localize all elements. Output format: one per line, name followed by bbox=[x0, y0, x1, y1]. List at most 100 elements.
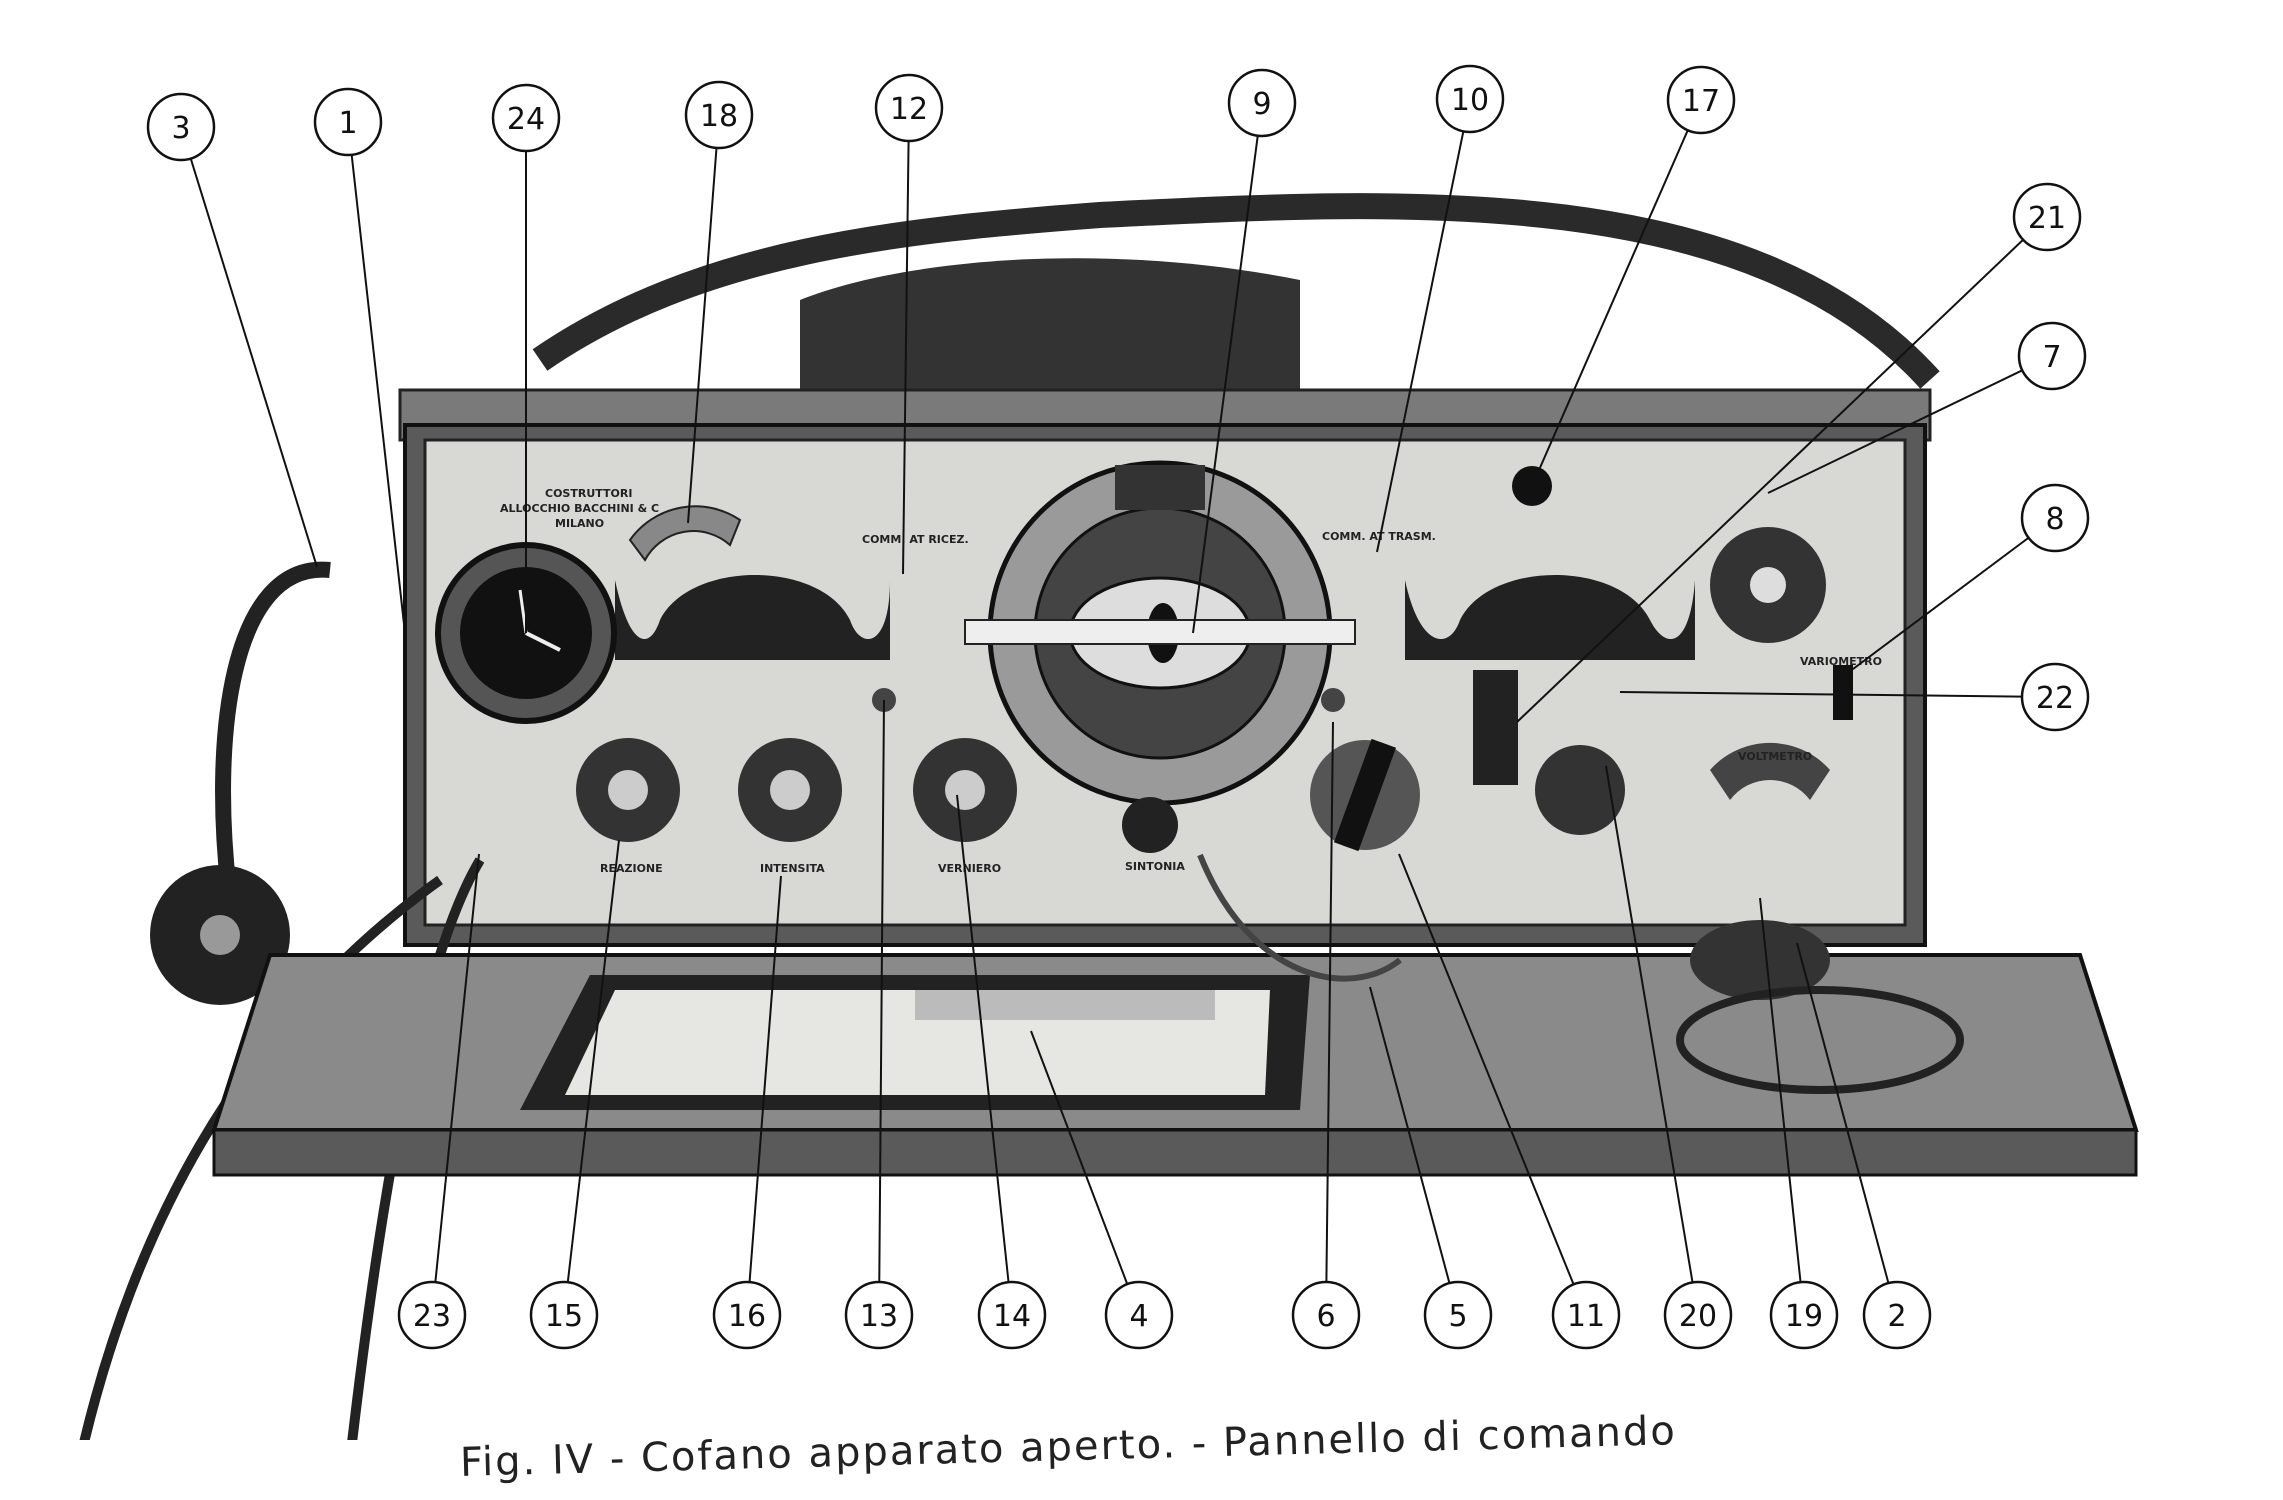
radio-photo: COSTRUTTORI ALLOCCHIO BACCHINI & C MILAN… bbox=[79, 193, 2139, 1440]
callout-circle-21 bbox=[2012, 182, 2082, 252]
callout-number-2: 2 bbox=[1887, 1299, 1906, 1334]
leader-line-21 bbox=[1516, 239, 2024, 723]
callout-number-3: 3 bbox=[171, 111, 190, 146]
callout-circle-24 bbox=[491, 83, 561, 153]
callout-circle-14 bbox=[977, 1280, 1047, 1350]
callout-number-15: 15 bbox=[545, 1299, 583, 1334]
label-intensita: INTENSITA bbox=[760, 862, 825, 875]
callout-number-8: 8 bbox=[2045, 502, 2064, 537]
verniero-knob[interactable] bbox=[913, 738, 1017, 842]
callout-circle-11 bbox=[1551, 1280, 1621, 1350]
leader-line-16 bbox=[748, 875, 782, 1283]
leader-line-22 bbox=[1619, 691, 2023, 698]
callout-number-9: 9 bbox=[1252, 87, 1271, 122]
label-verniero: VERNIERO bbox=[938, 862, 1001, 875]
indicator-lamp-right bbox=[1321, 688, 1345, 712]
leader-line-12 bbox=[902, 140, 910, 575]
callout-circle-6 bbox=[1291, 1280, 1361, 1350]
callout-circle-20 bbox=[1663, 1280, 1733, 1350]
leader-line-4 bbox=[1030, 1030, 1129, 1285]
callout-circle-1 bbox=[313, 87, 383, 157]
aerial-meter bbox=[628, 505, 742, 562]
maker-line-3: MILANO bbox=[555, 517, 604, 530]
callout-number-7: 7 bbox=[2042, 340, 2061, 375]
voltmeter bbox=[1710, 742, 1830, 800]
callout-number-14: 14 bbox=[993, 1299, 1031, 1334]
selector-switch[interactable] bbox=[1310, 738, 1420, 852]
callout-circle-18 bbox=[684, 80, 754, 150]
leader-line-10 bbox=[1376, 131, 1465, 553]
lid-pouch bbox=[800, 258, 1300, 390]
callout-number-20: 20 bbox=[1679, 1299, 1717, 1334]
callout-circle-16 bbox=[712, 1280, 782, 1350]
microphone-cable bbox=[1676, 986, 1964, 1094]
radio-panel-figure: COSTRUTTORI ALLOCCHIO BACCHINI & C MILAN… bbox=[79, 64, 2139, 1440]
switch-lever[interactable] bbox=[1473, 670, 1518, 785]
callout-number-19: 19 bbox=[1785, 1299, 1823, 1334]
callout-number-22: 22 bbox=[2036, 681, 2074, 716]
label-sintonia: SINTONIA bbox=[1125, 860, 1185, 873]
leader-line-14 bbox=[956, 794, 1010, 1283]
callout-circle-23 bbox=[397, 1280, 467, 1350]
leader-line-19 bbox=[1759, 897, 1802, 1283]
plug-cord bbox=[1197, 853, 1402, 982]
leader-line-8 bbox=[1840, 536, 2030, 679]
callout-circle-10 bbox=[1435, 64, 1505, 134]
leader-line-5 bbox=[1369, 986, 1451, 1284]
callout-circle-5 bbox=[1423, 1280, 1493, 1350]
callout-number-6: 6 bbox=[1316, 1299, 1335, 1334]
microphone bbox=[1690, 920, 1830, 1000]
callout-number-23: 23 bbox=[413, 1299, 451, 1334]
headphone-band bbox=[215, 561, 331, 901]
label-comm-ricez: COMM. AT RICEZ. bbox=[862, 533, 969, 546]
intensita-knob[interactable] bbox=[738, 738, 842, 842]
callout-number-1: 1 bbox=[338, 106, 357, 141]
leader-line-9 bbox=[1192, 135, 1259, 634]
label-voltmetro: VOLTMETRO bbox=[1738, 750, 1812, 763]
callout-circle-7 bbox=[2017, 321, 2087, 391]
sintonia-knob[interactable] bbox=[1122, 797, 1178, 853]
leader-line-3 bbox=[189, 158, 318, 568]
callout-number-12: 12 bbox=[890, 92, 928, 127]
label-reazione: REAZIONE bbox=[600, 862, 663, 875]
leader-line-7 bbox=[1767, 369, 2023, 494]
tray-edge bbox=[212, 1128, 2138, 1177]
reazione-knob[interactable] bbox=[576, 738, 680, 842]
coil-holder-left bbox=[615, 575, 890, 660]
leader-line-2 bbox=[1796, 942, 1890, 1284]
callout-circle-9 bbox=[1227, 68, 1297, 138]
callout-circle-13 bbox=[844, 1280, 914, 1350]
leader-line-13 bbox=[878, 699, 885, 1283]
label-variometro: VARIOMETRO bbox=[1800, 655, 1882, 668]
maker-line-1: COSTRUTTORI bbox=[545, 487, 632, 500]
leader-line-17 bbox=[1531, 129, 1689, 487]
callout-circle-12 bbox=[874, 73, 944, 143]
callout-number-24: 24 bbox=[507, 102, 545, 137]
callout-number-13: 13 bbox=[860, 1299, 898, 1334]
leader-line-11 bbox=[1398, 853, 1575, 1285]
callout-circle-19 bbox=[1769, 1280, 1839, 1350]
callout-circle-15 bbox=[529, 1280, 599, 1350]
variometro-knob[interactable] bbox=[1710, 527, 1826, 643]
key-switch[interactable] bbox=[1535, 745, 1625, 835]
leader-line-15 bbox=[566, 839, 620, 1283]
callout-number-17: 17 bbox=[1682, 84, 1720, 119]
carry-strap bbox=[532, 193, 1940, 389]
callout-circle-22 bbox=[2020, 662, 2090, 732]
callout-circle-17 bbox=[1666, 65, 1736, 135]
callout-number-4: 4 bbox=[1129, 1299, 1148, 1334]
fuse bbox=[1833, 665, 1853, 720]
leader-line-20 bbox=[1605, 765, 1694, 1283]
dial-scale-window bbox=[1115, 465, 1205, 510]
leader-line-6 bbox=[1325, 721, 1334, 1283]
label-comm-trasm: COMM. AT TRASM. bbox=[1322, 530, 1436, 543]
callout-number-18: 18 bbox=[700, 99, 738, 134]
callout-circle-4 bbox=[1104, 1280, 1174, 1350]
callout-number-10: 10 bbox=[1451, 83, 1489, 118]
callout-circle-3 bbox=[146, 92, 216, 162]
maker-line-2: ALLOCCHIO BACCHINI & C bbox=[500, 502, 659, 515]
callout-number-5: 5 bbox=[1448, 1299, 1467, 1334]
leader-line-1 bbox=[350, 154, 406, 634]
callout-number-16: 16 bbox=[728, 1299, 766, 1334]
